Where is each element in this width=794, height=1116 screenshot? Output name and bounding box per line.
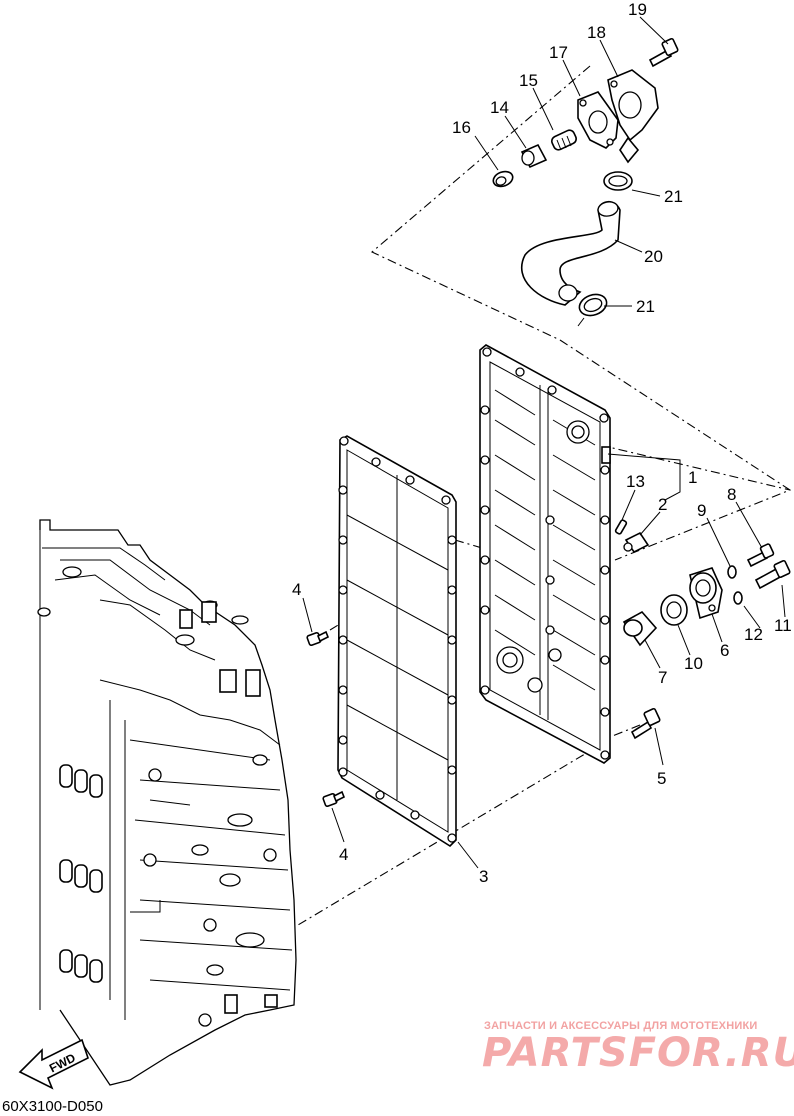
- part-20-hose: [520, 200, 621, 306]
- bolt-5: [630, 707, 661, 740]
- callout-20: 20: [644, 247, 663, 266]
- callout-16: 16: [452, 118, 471, 137]
- diagram-code: 60X3100-D050: [2, 1098, 103, 1115]
- watermark-brand: PARTSFOR.RU: [482, 1030, 794, 1076]
- part-15-spring: [551, 129, 577, 151]
- fitting-2: [623, 531, 650, 554]
- callout-10: 10: [684, 654, 703, 673]
- callout-1: 1: [688, 468, 697, 487]
- callout-17: 17: [549, 43, 568, 62]
- part-21-clamp-upper: [603, 171, 633, 191]
- anode-7: [622, 610, 658, 647]
- callout-7: 7: [658, 668, 667, 687]
- callout-3: 3: [479, 867, 488, 886]
- bolt-8: [746, 543, 775, 568]
- callout-15: 15: [519, 71, 538, 90]
- bolt-4-lower: [322, 790, 346, 807]
- bolt-11: [754, 559, 791, 590]
- callout-4-lower: 4: [339, 845, 348, 864]
- part-19-bolt: [648, 37, 679, 68]
- part-21-clamp-lower: [577, 293, 608, 327]
- part-14-nut: [520, 143, 548, 169]
- part-18-housing: [607, 69, 659, 164]
- callout-21-lower: 21: [636, 297, 655, 316]
- callout-labels: 19 18 17 15 14 16 21 20 21 1 13 2 9 8 11…: [292, 0, 792, 886]
- anode-cover-6: [689, 567, 723, 620]
- cover-ribs: [494, 389, 596, 691]
- gasket: [337, 435, 457, 848]
- callout-4-upper: 4: [292, 580, 301, 599]
- fwd-arrow-icon: FWD: [18, 1038, 89, 1090]
- callout-5: 5: [657, 769, 666, 788]
- callout-12: 12: [744, 625, 763, 644]
- callout-9: 9: [697, 501, 706, 520]
- watermark-tagline: ЗАПЧАСТИ И АКСЕССУАРЫ ДЛЯ МОТОТЕХНИКИ: [484, 1020, 758, 1032]
- cover-bolt-holes: [480, 347, 610, 760]
- washer-12: [733, 591, 743, 605]
- callout-13: 13: [626, 472, 645, 491]
- part-17-gasket: [577, 91, 619, 149]
- callout-11: 11: [774, 616, 792, 635]
- gasket-bolt-holes: [338, 436, 457, 843]
- part-16-collar: [492, 170, 514, 188]
- callout-18: 18: [587, 23, 606, 42]
- callout-2: 2: [658, 495, 667, 514]
- engine-block: [37, 519, 297, 1086]
- washer-9: [727, 565, 737, 579]
- callout-6: 6: [720, 641, 729, 660]
- leader-lines: [302, 16, 786, 869]
- callout-8: 8: [727, 485, 736, 504]
- callout-21-upper: 21: [664, 187, 683, 206]
- exhaust-cover: [479, 344, 611, 764]
- pin-13: [614, 519, 628, 535]
- bolt-4-upper: [306, 630, 330, 646]
- callout-19: 19: [628, 0, 647, 19]
- callout-14: 14: [490, 98, 509, 117]
- grommet-10: [660, 594, 688, 626]
